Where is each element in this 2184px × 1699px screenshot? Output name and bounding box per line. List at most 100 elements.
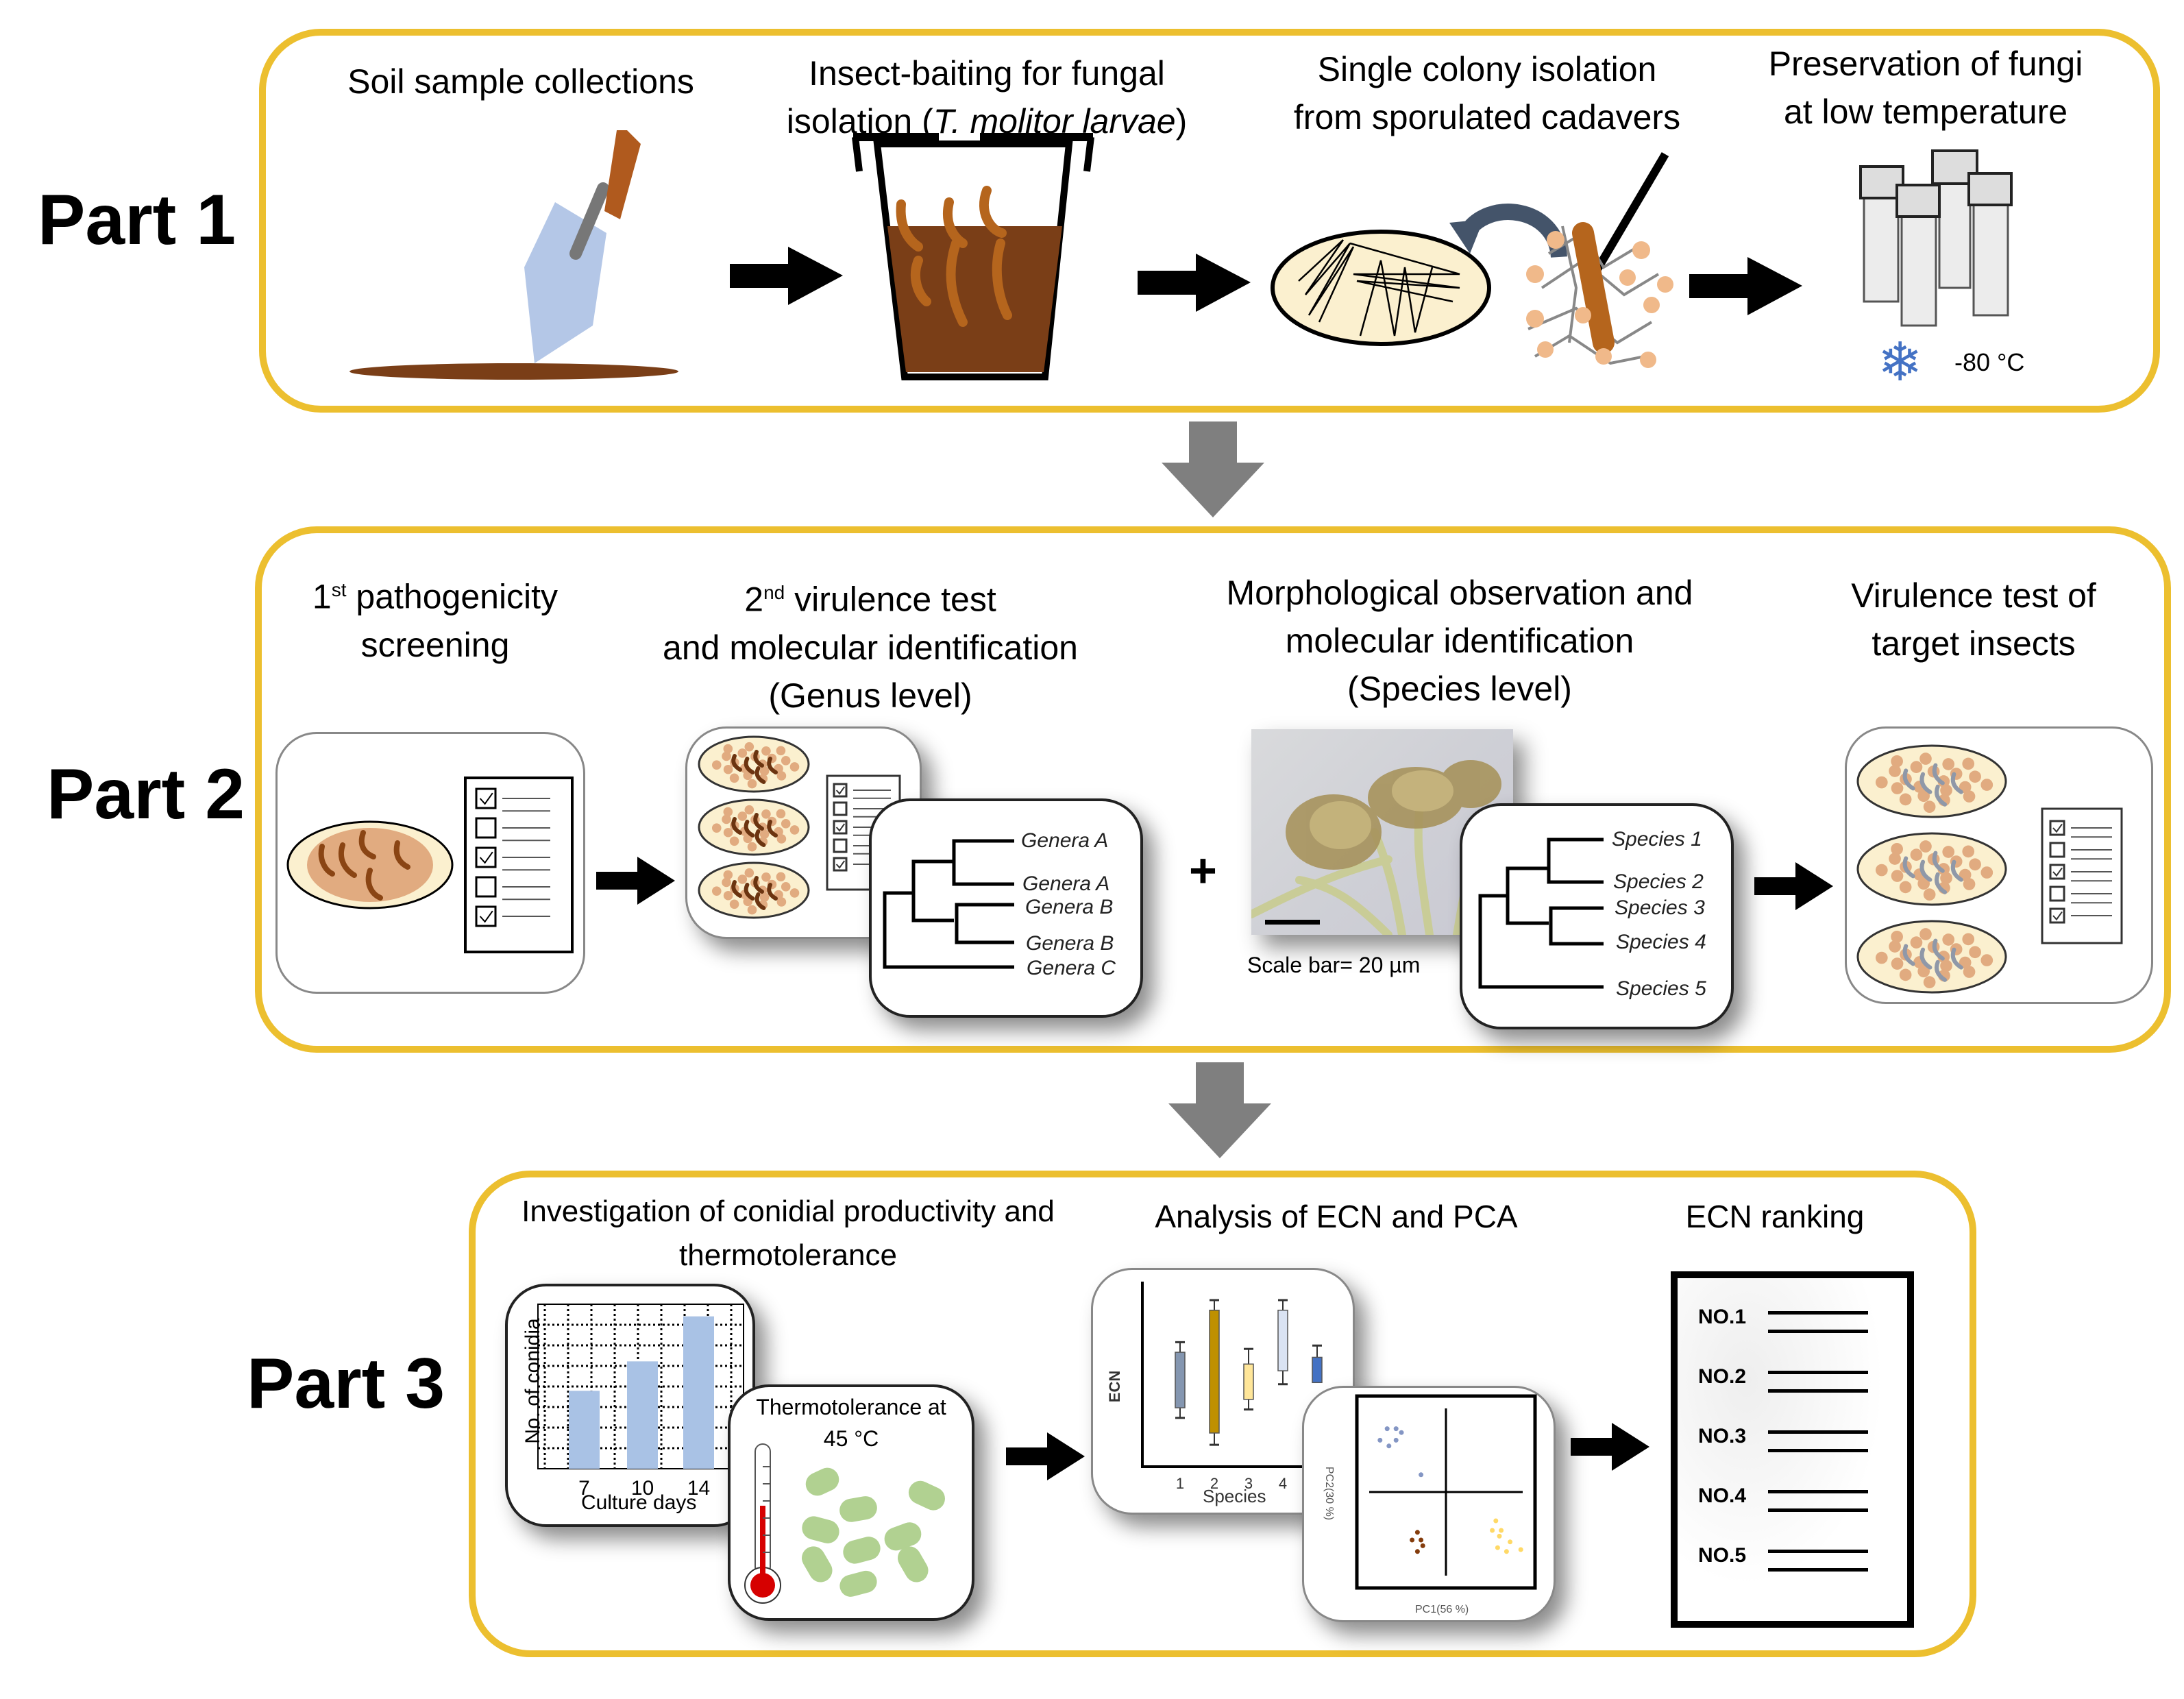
soil-patch-icon — [349, 363, 678, 380]
part-2-label: Part 2 — [47, 755, 245, 834]
snowflake-icon: ❄ — [1878, 332, 1923, 392]
colony-dot — [761, 872, 771, 882]
title-line: Morphological observation and — [1226, 574, 1693, 612]
colony-dot — [723, 827, 733, 838]
pca-ylabel: PC2(30 %) — [1323, 1466, 1336, 1521]
right-arrow-icon — [1006, 1432, 1085, 1480]
bar — [627, 1361, 658, 1469]
x-tick-label: 3 — [1244, 1475, 1253, 1492]
colony-dot — [737, 811, 748, 821]
rank-label: NO.5 — [1698, 1544, 1747, 1567]
rank-label: NO.2 — [1698, 1365, 1747, 1388]
larva-icon — [744, 757, 755, 774]
title-line: Analysis of ECN and PCA — [1155, 1199, 1518, 1234]
colony-dot — [723, 890, 733, 901]
colony-dot — [1940, 959, 1952, 973]
colony-dot — [776, 746, 786, 756]
colony-dot — [1942, 758, 1955, 770]
rank-line — [1768, 1371, 1868, 1374]
colony-dot — [723, 870, 733, 880]
x-tick-label: 1 — [1176, 1475, 1184, 1492]
colony-dot — [1889, 940, 1901, 953]
larva-icon — [754, 892, 766, 910]
checkmark-icon — [2052, 823, 2063, 833]
scatter-point — [1393, 1437, 1399, 1443]
tube-cap-icon — [1895, 184, 1941, 218]
title-line: Preservation of fungi — [1768, 45, 2083, 83]
pca-scatter-plot — [1355, 1394, 1537, 1590]
larva-icon — [992, 239, 1012, 320]
colony-dot — [723, 764, 733, 774]
larva-icon — [731, 880, 742, 898]
scatter-point — [1393, 1426, 1399, 1432]
colony-dot — [1917, 965, 1930, 978]
colony-dot — [1910, 848, 1923, 861]
three-infected-dishes-icon — [1856, 744, 2007, 994]
checkmark-icon — [479, 851, 493, 864]
box — [1243, 1363, 1254, 1400]
three-petri-dishes-icon — [698, 735, 810, 919]
colony-dot — [1899, 881, 1912, 894]
colony-dot — [789, 825, 800, 835]
step-preservation-title: Preservation of fungi at low temperature — [1727, 40, 2124, 136]
tree-label: Genera A — [1021, 829, 1109, 852]
scatter-point — [1420, 1543, 1425, 1548]
tree-label: Genera A — [1022, 872, 1110, 895]
colony-dot — [1899, 793, 1912, 806]
freezer-temperature: -80 °C — [1954, 348, 2025, 376]
step-conidial-title: Investigation of conidial productivity a… — [493, 1190, 1083, 1278]
checkmark-icon — [835, 860, 846, 869]
larva-icon — [1950, 859, 1963, 882]
colony-dot — [781, 819, 791, 829]
colony-dot — [1940, 872, 1952, 885]
rank-line — [1768, 1490, 1868, 1493]
larva-icon — [1919, 947, 1933, 970]
scatter-point — [1399, 1430, 1404, 1435]
rank-line — [1768, 1550, 1868, 1553]
larva-icon — [946, 239, 968, 327]
colony-dot — [1910, 761, 1923, 773]
colony-dot — [776, 834, 787, 844]
title-text: virulence test — [785, 580, 996, 619]
colony-dot — [1875, 776, 1888, 789]
conidiophore-illustration — [1251, 760, 1501, 935]
colony-dot — [759, 892, 770, 902]
checkmark-icon — [479, 910, 493, 923]
colony-dot — [759, 829, 770, 839]
x-tick-label: 4 — [1279, 1475, 1287, 1492]
scatter-point — [1377, 1437, 1383, 1443]
step-target-insects-title: Virulence test of target insects — [1809, 572, 2138, 668]
larva-icon — [1935, 784, 1948, 807]
micrograph-image — [1251, 729, 1513, 935]
tree-label: Species 2 — [1613, 870, 1704, 893]
checkmark-icon — [2052, 867, 2063, 877]
colony-dot — [722, 751, 731, 761]
larva-icon — [754, 829, 766, 847]
scatter-point — [1495, 1545, 1500, 1550]
colony-dot — [1891, 755, 1903, 768]
right-arrow-icon — [730, 247, 843, 305]
larva-icon — [1902, 856, 1915, 879]
larva-icon — [1932, 938, 1945, 961]
unchecked-box-icon — [475, 876, 497, 898]
larva-icon — [731, 754, 742, 772]
species-phylogenetic-tree — [1478, 838, 1604, 989]
title-line: 1st pathogenicity — [274, 566, 596, 621]
checkmark-icon — [835, 823, 846, 832]
colony-dot — [1923, 800, 1936, 813]
larva-icon — [731, 817, 742, 835]
scatter-point — [1493, 1518, 1499, 1524]
checked-box-icon — [2049, 907, 2065, 924]
title-line: 2nd virulence test — [630, 569, 1110, 624]
unchecked-box-icon — [833, 801, 848, 816]
part-1-label: Part 1 — [38, 180, 236, 260]
title-line: Thermotolerance at — [756, 1395, 946, 1419]
title-text: 1 — [312, 577, 332, 616]
colony-dot — [1963, 878, 1976, 890]
checked-box-icon — [833, 820, 848, 835]
colony-dot — [729, 773, 739, 783]
scatter-point — [1504, 1549, 1509, 1554]
pca-xlabel: PC1(56 %) — [1415, 1604, 1469, 1615]
rank-line — [1768, 1568, 1868, 1572]
